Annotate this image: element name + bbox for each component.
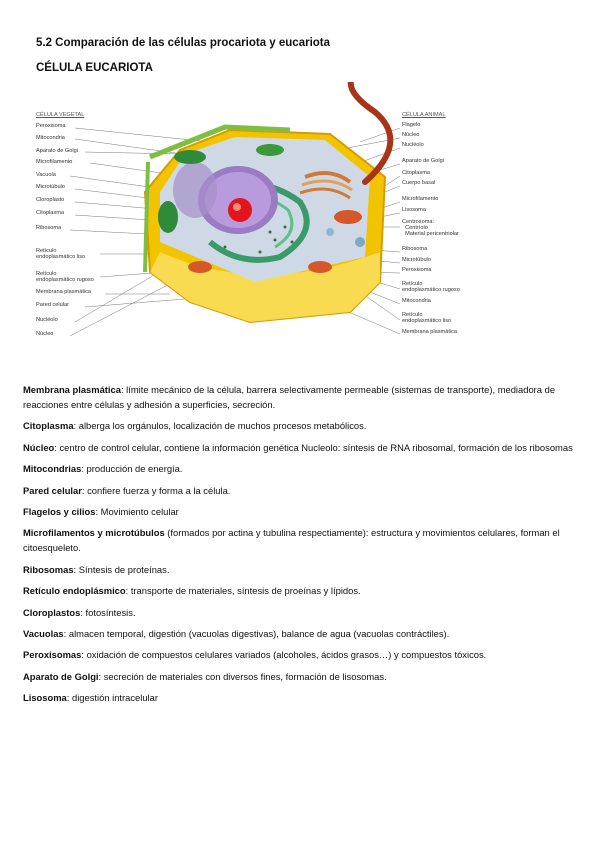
- definition-text: : oxidación de compuestos celulares vari…: [81, 649, 487, 661]
- animal-cell-label: Lisosoma: [402, 207, 426, 213]
- definition-item: Membrana plasmática: límite mecánico de …: [23, 382, 589, 412]
- plant-cell-label: Nucléolo: [36, 317, 58, 323]
- plant-cell-label: Mitocondria: [36, 135, 65, 141]
- animal-cell-title: CÉLULA ANIMAL: [402, 112, 446, 118]
- plant-cell-label: Microfilamento: [36, 159, 73, 165]
- plant-cell-label: Peroxisoma: [36, 123, 66, 129]
- animal-cell-label: Aparato de Golgi: [402, 158, 444, 164]
- plant-cell-label: Retículo endoplasmático liso: [36, 248, 86, 260]
- definition-item: Ribosomas: Síntesis de proteínas.: [23, 562, 589, 577]
- definition-item: Núcleo: centro de control celular, conti…: [23, 440, 589, 455]
- definition-item: Mitocondrias: producción de energía.: [23, 461, 589, 476]
- definition-text: : producción de energía.: [81, 463, 183, 475]
- cell-illustration: [69, 82, 401, 337]
- animal-cell-label: Ribosoma: [402, 246, 428, 252]
- definition-text: : secreción de materiales con diversos f…: [98, 670, 387, 682]
- definition-term: Ribosomas: [23, 563, 74, 575]
- definition-item: Citoplasma: alberga los orgánulos, local…: [23, 418, 589, 433]
- animal-cell-label: Membrana plasmática: [402, 329, 458, 335]
- definition-text: : Movimiento celular: [95, 505, 179, 517]
- animal-cell-label: Citoplasma: [402, 170, 430, 176]
- definition-text: (formados por actina y tubulina respecti…: [23, 527, 560, 554]
- definition-term: Núcleo: [23, 441, 55, 453]
- plant-cell-label: Núcleo: [36, 331, 54, 337]
- definition-text: : Síntesis de proteínas.: [73, 563, 170, 575]
- definition-text: : centro de control celular, contiene la…: [54, 441, 573, 453]
- definition-item: Lisosoma: digestión intracelular: [23, 690, 589, 705]
- definition-term: Microfilamentos y microtúbulos: [23, 527, 165, 539]
- definition-item: Pared celular: confiere fuerza y forma a…: [23, 483, 589, 498]
- definition-item: Cloroplastos: fotosíntesis.: [23, 605, 589, 620]
- animal-cell-label: Nucléolo: [402, 142, 424, 148]
- definition-text: : transporte de materiales, síntesis de …: [125, 585, 361, 597]
- cell-body: [143, 124, 387, 324]
- definition-text: : fotosíntesis.: [80, 606, 136, 618]
- definition-item: Flagelos y cilios: Movimiento celular: [23, 504, 589, 519]
- animal-cell-label: Retículo endoplasmático liso: [402, 312, 452, 324]
- animal-cell-label: Flagelo: [402, 122, 421, 128]
- definitions-list: Membrana plasmática: límite mecánico de …: [23, 382, 589, 711]
- definition-item: Retículo endoplásmico: transporte de mat…: [23, 583, 589, 598]
- animal-cell-label: Microtúbulo: [402, 257, 431, 263]
- plant-cell-label: Retículo endoplasmático rugoso: [36, 271, 94, 283]
- animal-cell-label: Núcleo: [402, 132, 420, 138]
- flagellum: [347, 82, 394, 185]
- definition-item: Microfilamentos y microtúbulos (formados…: [23, 525, 589, 555]
- plant-cell-label: Pared celular: [36, 302, 69, 308]
- animal-cell-label: Microfilamento: [402, 196, 439, 202]
- definition-term: Pared celular: [23, 484, 82, 496]
- plant-cell-label: Vacuola: [36, 172, 56, 178]
- definition-text: : límite mecánico de la célula, barrera …: [23, 384, 556, 410]
- section-title: 5.2 Comparación de las células procariot…: [36, 37, 331, 49]
- animal-cell-label: Peroxisoma: [402, 267, 432, 273]
- plant-cell-label: Aparato de Golgi: [36, 148, 78, 154]
- definition-term: Membrana plasmática: [23, 384, 121, 395]
- definition-term: Retículo endoplásmico: [23, 585, 126, 597]
- definition-item: Aparato de Golgi: secreción de materiale…: [23, 669, 589, 684]
- definition-term: Mitocondrias: [23, 463, 82, 475]
- animal-cell-label: Mitocondria: [402, 298, 431, 304]
- definition-term: Flagelos y cilios: [23, 505, 96, 517]
- definition-term: Aparato de Golgi: [23, 670, 99, 682]
- subsection-title: CÉLULA EUCARIOTA: [36, 62, 153, 74]
- plant-cell-label: Membrana plasmática: [36, 289, 92, 295]
- definition-text: : confiere fuerza y forma a la célula.: [81, 484, 231, 496]
- definition-term: Lisosoma: [23, 692, 67, 704]
- definition-term: Citoplasma: [23, 420, 74, 432]
- plant-cell-label: Citoplasma: [36, 210, 64, 216]
- definition-text: : digestión intracelular: [66, 692, 158, 704]
- definition-term: Vacuolas: [23, 627, 64, 639]
- animal-cell-label: Centrosoma: Centríolo Material pericentr…: [402, 219, 459, 237]
- definition-text: : almacen temporal, digestión (vacuolas …: [63, 627, 450, 639]
- plant-cell-label: Microtúbulo: [36, 184, 65, 190]
- animal-cell-label: Retículo endoplasmático rugoso: [402, 281, 460, 293]
- definition-text: : alberga los orgánulos, localización de…: [73, 420, 367, 432]
- definition-item: Vacuolas: almacen temporal, digestión (v…: [23, 626, 589, 641]
- plant-cell-label: Ribosoma: [36, 225, 62, 231]
- definition-item: Peroxisomas: oxidación de compuestos cel…: [23, 647, 589, 662]
- animal-cell-label: Cuerpo basal: [402, 180, 436, 186]
- definition-term: Cloroplastos: [23, 606, 81, 618]
- plant-cell-label: Cloroplasto: [36, 197, 65, 203]
- definition-term: Peroxisomas: [23, 649, 82, 661]
- plant-cell-title: CÉLULA VEGETAL: [36, 112, 85, 118]
